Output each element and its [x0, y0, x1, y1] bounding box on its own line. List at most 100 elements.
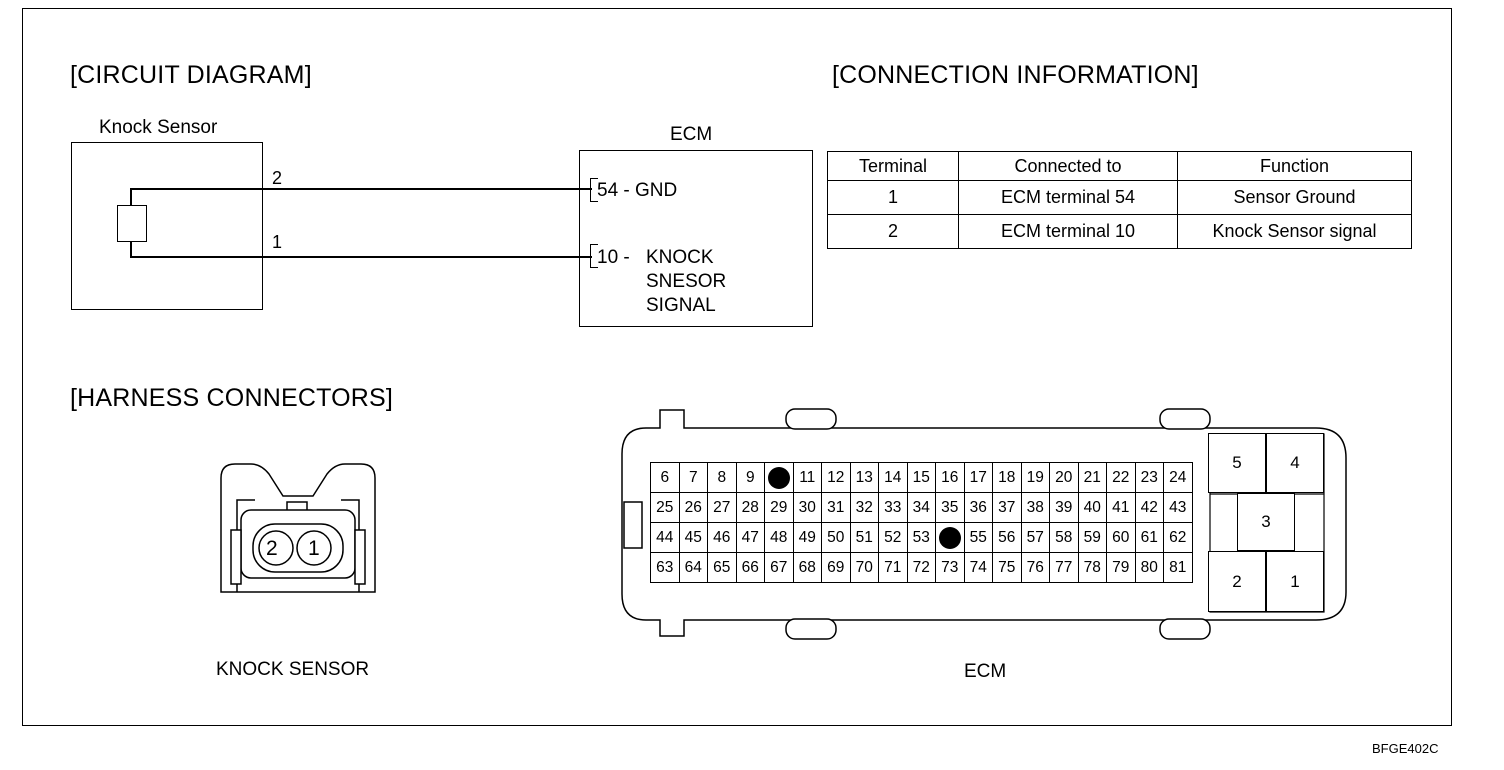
ecm-pin: 7 [678, 462, 708, 493]
ecm-pin: 80 [1134, 552, 1164, 583]
ecm-pin: 59 [1077, 522, 1107, 553]
ecm-pin: 40 [1077, 492, 1107, 523]
circuit-diagram-heading: [CIRCUIT DIAGRAM] [70, 61, 312, 89]
table-cell: Knock Sensor signal [1177, 214, 1412, 249]
ecm-pin: 74 [963, 552, 993, 583]
sensor-lead-top [130, 188, 132, 206]
ecm-pin: 64 [678, 552, 708, 583]
knock-sensor-label: Knock Sensor [99, 117, 218, 138]
ecm-pin: 27 [707, 492, 737, 523]
wire-terminal-1 [130, 256, 592, 258]
ecm-pin: 20 [1049, 462, 1079, 493]
ecm-pin: 39 [1049, 492, 1079, 523]
ecm-box [579, 150, 813, 327]
diagram-frame [22, 8, 1452, 726]
connection-table: Terminal Connected to Function 1 ECM ter… [827, 151, 1412, 249]
ecm-pin: 6 [650, 462, 680, 493]
table-cell: ECM terminal 54 [958, 180, 1178, 215]
ecm-pin: 71 [878, 552, 908, 583]
ecm-pin-signal-text-1: KNOCK [646, 247, 714, 268]
connection-table-header: Terminal Connected to Function [827, 151, 1412, 181]
knock-sensor-connector-drawing [220, 463, 376, 593]
ecm-pin: 62 [1163, 522, 1193, 553]
ecm-pin: 81 [1163, 552, 1193, 583]
ecm-pin: 12 [821, 462, 851, 493]
ecm-pin: 76 [1020, 552, 1050, 583]
ecm-pin: 53 [906, 522, 936, 553]
ecm-large-pin-5: 5 [1208, 433, 1266, 493]
ecm-pin-gnd: 54 - GND [597, 180, 678, 201]
table-cell: ECM terminal 10 [958, 214, 1178, 249]
ecm-pin: 56 [992, 522, 1022, 553]
ecm-pin: 69 [821, 552, 851, 583]
table-cell: 2 [827, 214, 959, 249]
ecm-pin: 42 [1134, 492, 1164, 523]
ecm-pin: 31 [821, 492, 851, 523]
harness-connectors-heading: [HARNESS CONNECTORS] [70, 384, 394, 412]
sensor-lead-bottom [130, 241, 132, 257]
ecm-large-pin-3: 3 [1237, 493, 1295, 551]
ecm-pin: 36 [963, 492, 993, 523]
ecm-pin: 11 [792, 462, 822, 493]
ecm-pin-dot [935, 522, 965, 553]
figure-code: BFGE402C [1372, 741, 1439, 756]
ecm-pin: 79 [1106, 552, 1136, 583]
ecm-pin: 78 [1077, 552, 1107, 583]
ecm-pin: 67 [764, 552, 794, 583]
ecm-pin: 66 [735, 552, 765, 583]
ecm-pin: 43 [1163, 492, 1193, 523]
ecm-pin: 49 [792, 522, 822, 553]
filled-pin-dot-icon [767, 466, 790, 489]
ecm-pin: 19 [1020, 462, 1050, 493]
sensor-connector-pin-1: 1 [308, 537, 320, 560]
ecm-pin: 72 [906, 552, 936, 583]
table-cell: Sensor Ground [1177, 180, 1412, 215]
ecm-pin: 38 [1020, 492, 1050, 523]
ecm-pin: 48 [764, 522, 794, 553]
ecm-pin: 15 [906, 462, 936, 493]
ecm-pin: 44 [650, 522, 680, 553]
ecm-pin: 75 [992, 552, 1022, 583]
header-terminal: Terminal [827, 151, 959, 181]
ecm-pin: 14 [878, 462, 908, 493]
ecm-pin: 65 [707, 552, 737, 583]
ecm-pin-dot [764, 462, 794, 493]
ecm-pin: 63 [650, 552, 680, 583]
table-cell: 1 [827, 180, 959, 215]
sensor-connector-pin-2: 2 [266, 537, 278, 560]
table-row: 1 ECM terminal 54 Sensor Ground [827, 180, 1412, 215]
ecm-pin: 46 [707, 522, 737, 553]
ecm-pin: 25 [650, 492, 680, 523]
ecm-pin: 70 [849, 552, 879, 583]
ecm-label: ECM [670, 124, 713, 145]
ecm-pin: 34 [906, 492, 936, 523]
ecm-pin: 68 [792, 552, 822, 583]
ecm-terminal-54-bracket [590, 178, 598, 202]
ecm-pin: 24 [1163, 462, 1193, 493]
knock-sensor-caption: KNOCK SENSOR [216, 659, 370, 680]
ecm-pin: 35 [935, 492, 965, 523]
ecm-pin: 61 [1134, 522, 1164, 553]
ecm-pin: 22 [1106, 462, 1136, 493]
ecm-pin: 21 [1077, 462, 1107, 493]
ecm-pin: 58 [1049, 522, 1079, 553]
ecm-large-pin-4: 4 [1266, 433, 1324, 493]
table-row: 2 ECM terminal 10 Knock Sensor signal [827, 214, 1412, 249]
ecm-pin: 50 [821, 522, 851, 553]
ecm-terminal-10-bracket [590, 244, 598, 268]
ecm-pin: 73 [935, 552, 965, 583]
ecm-pin: 8 [707, 462, 737, 493]
ecm-pin: 55 [963, 522, 993, 553]
ecm-pin: 23 [1134, 462, 1164, 493]
ecm-pin: 32 [849, 492, 879, 523]
ecm-pin: 45 [678, 522, 708, 553]
ecm-pin: 26 [678, 492, 708, 523]
connection-information-heading: [CONNECTION INFORMATION] [832, 61, 1199, 89]
ecm-pin: 28 [735, 492, 765, 523]
ecm-pin: 9 [735, 462, 765, 493]
ecm-large-pin-2: 2 [1208, 551, 1266, 612]
